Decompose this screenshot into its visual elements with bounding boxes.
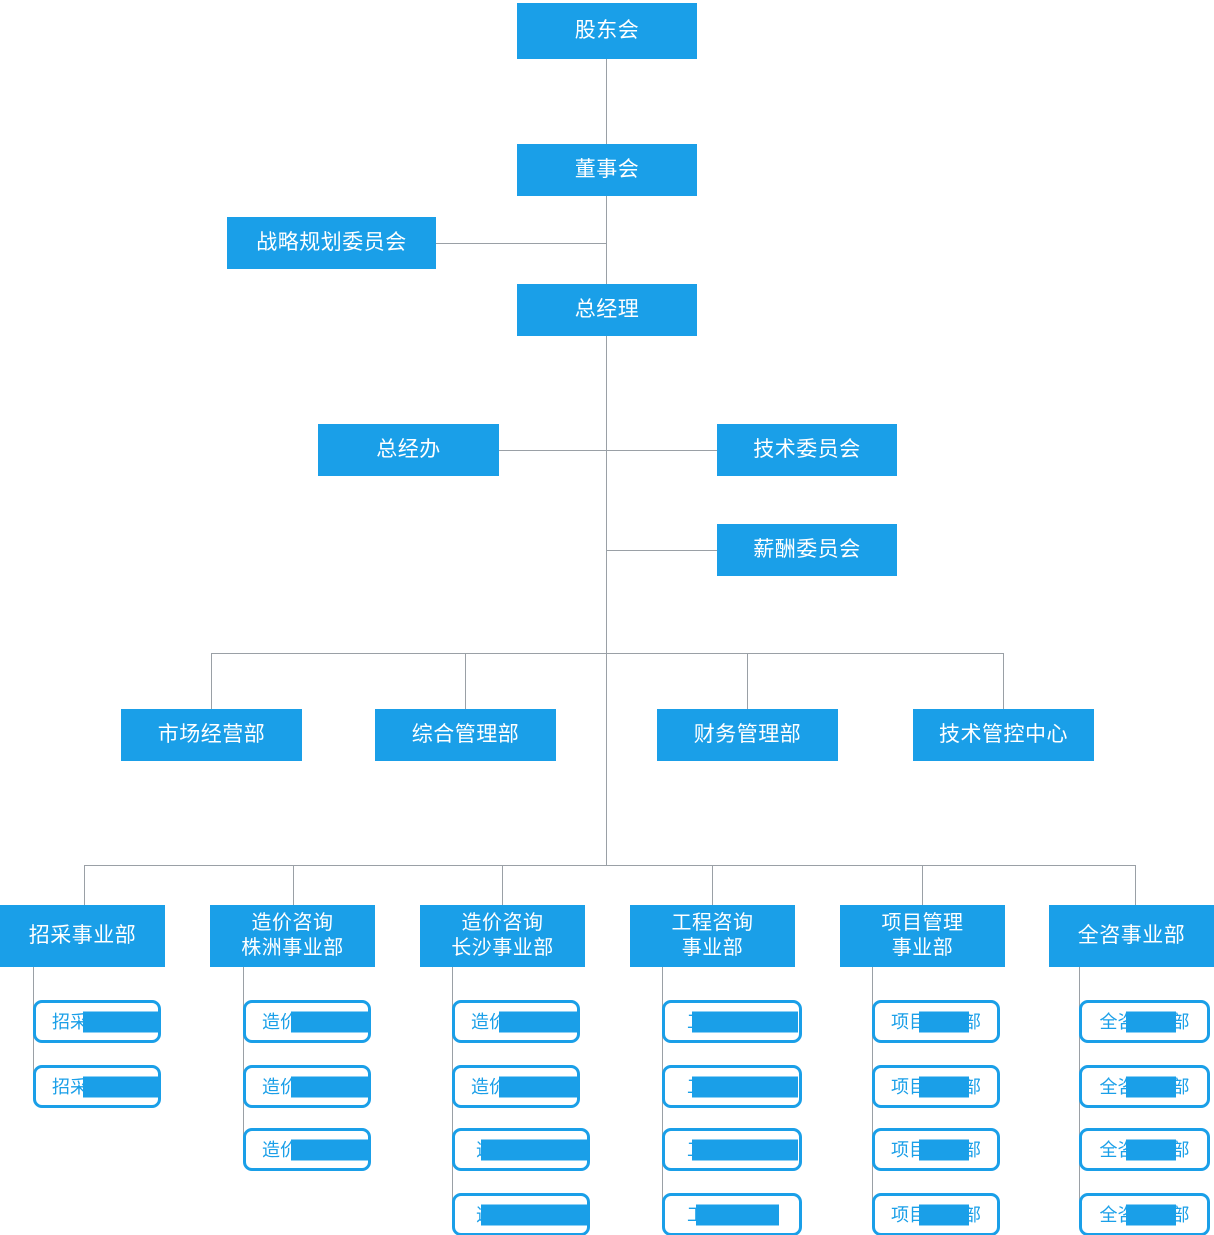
leaf-node[interactable]: 项目事业部 — [872, 1065, 1000, 1108]
leaf-label: 项目事业部 — [891, 1139, 981, 1160]
leaf-label: 招采事业部 — [52, 1011, 142, 1032]
leaf-label: 工程事业部 — [687, 1139, 777, 1160]
leaf-label: 造价事业部 — [476, 1139, 566, 1160]
leaf-label: 造价事业部 — [471, 1076, 561, 1097]
connector-shareholders-board — [606, 59, 607, 144]
department-drop-4 — [1003, 653, 1004, 709]
node-shareholders[interactable]: 股东会 — [517, 3, 697, 59]
leaf-node[interactable]: 项目事业部 — [872, 1193, 1000, 1235]
node-unit-procurement[interactable]: 招采事业部 — [0, 905, 165, 967]
leaf-node[interactable]: 全咨事业部 — [1079, 1128, 1210, 1171]
node-unit-full-consulting[interactable]: 全咨事业部 — [1049, 905, 1214, 967]
leaf-node[interactable]: 全咨事业部 — [1079, 1193, 1210, 1235]
leaf-label: 项目事业部 — [891, 1011, 981, 1032]
leaf-label: 工程事业部 — [687, 1076, 777, 1097]
business-unit-drop-4 — [712, 865, 713, 905]
node-department-admin[interactable]: 综合管理部 — [375, 709, 556, 761]
connector-board-gm — [606, 196, 607, 284]
leaf-label: 全咨事业部 — [1099, 1076, 1190, 1097]
node-unit-engineering[interactable]: 工程咨询 事业部 — [630, 905, 795, 967]
department-drop-2 — [465, 653, 466, 709]
leaf-node[interactable]: 造价事业部 — [243, 1065, 371, 1108]
business-unit-bus — [84, 865, 1135, 866]
leaf-node[interactable]: 造价事业部 — [452, 1065, 580, 1108]
business-unit-drop-3 — [502, 865, 503, 905]
leaf-node[interactable]: 项目事业部 — [872, 1000, 1000, 1043]
node-tech-committee[interactable]: 技术委员会 — [717, 424, 897, 476]
leaf-label: 造价事业部 — [476, 1204, 566, 1225]
leaf-node[interactable]: 造价事业部 — [452, 1128, 590, 1171]
leaf-node[interactable]: 招采事业部 — [33, 1065, 161, 1108]
leaf-label: 招采事业部 — [52, 1076, 142, 1097]
leaf-label: 全咨事业部 — [1099, 1204, 1190, 1225]
business-unit-drop-6 — [1135, 865, 1136, 905]
leaf-node[interactable]: 招采事业部 — [33, 1000, 161, 1043]
leaf-node[interactable]: 造价事业部 — [243, 1128, 371, 1171]
leaf-node[interactable]: 项目事业部 — [872, 1128, 1000, 1171]
node-department-tech-control[interactable]: 技术管控中心 — [913, 709, 1094, 761]
connector-gm-trunk — [606, 336, 607, 654]
business-unit-drop-5 — [922, 865, 923, 905]
leaf-label: 工程事业部 — [687, 1204, 777, 1225]
leaf-node[interactable]: 造价事业部 — [243, 1000, 371, 1043]
node-unit-cost-zhuzhou[interactable]: 造价咨询 株洲事业部 — [210, 905, 375, 967]
node-department-finance[interactable]: 财务管理部 — [657, 709, 838, 761]
leaf-node[interactable]: 造价事业部 — [452, 1193, 590, 1235]
node-strategy-committee[interactable]: 战略规划委员会 — [227, 217, 436, 269]
leaf-label: 造价事业部 — [262, 1076, 352, 1097]
connector-comp-committee — [606, 550, 717, 551]
node-gm-office[interactable]: 总经办 — [318, 424, 499, 476]
connector-strategy-committee — [436, 243, 607, 244]
leaf-label: 全咨事业部 — [1099, 1011, 1190, 1032]
leaf-node[interactable]: 工程事业部 — [662, 1000, 802, 1043]
node-comp-committee[interactable]: 薪酬委员会 — [717, 524, 897, 576]
leaf-node[interactable]: 全咨事业部 — [1079, 1000, 1210, 1043]
node-general-manager[interactable]: 总经理 — [517, 284, 697, 336]
node-unit-project-mgmt[interactable]: 项目管理 事业部 — [840, 905, 1005, 967]
leaf-node[interactable]: 造价事业部 — [452, 1000, 580, 1043]
leaf-node[interactable]: 全咨事业部 — [1079, 1065, 1210, 1108]
leaf-label: 项目事业部 — [891, 1204, 981, 1225]
connector-trunk-to-units — [606, 653, 607, 865]
leaf-label: 造价事业部 — [471, 1011, 561, 1032]
department-drop-3 — [747, 653, 748, 709]
connector-tech-committee — [606, 450, 717, 451]
leaf-node[interactable]: 工程事业部 — [662, 1128, 802, 1171]
node-department-market[interactable]: 市场经营部 — [121, 709, 302, 761]
leaf-label: 项目事业部 — [891, 1076, 981, 1097]
leaf-label: 工程事业部 — [687, 1011, 777, 1032]
node-board[interactable]: 董事会 — [517, 144, 697, 196]
leaf-label: 全咨事业部 — [1099, 1139, 1190, 1160]
connector-gm-office — [499, 450, 607, 451]
business-unit-drop-1 — [84, 865, 85, 905]
leaf-label: 造价事业部 — [262, 1139, 352, 1160]
leaf-node[interactable]: 工程事业部 — [662, 1193, 802, 1235]
department-drop-1 — [211, 653, 212, 709]
leaf-label: 造价事业部 — [262, 1011, 352, 1032]
node-unit-cost-changsha[interactable]: 造价咨询 长沙事业部 — [420, 905, 585, 967]
business-unit-drop-2 — [293, 865, 294, 905]
leaf-spine-col-2 — [243, 967, 244, 1149]
leaf-node[interactable]: 工程事业部 — [662, 1065, 802, 1108]
department-bus — [211, 653, 1004, 654]
